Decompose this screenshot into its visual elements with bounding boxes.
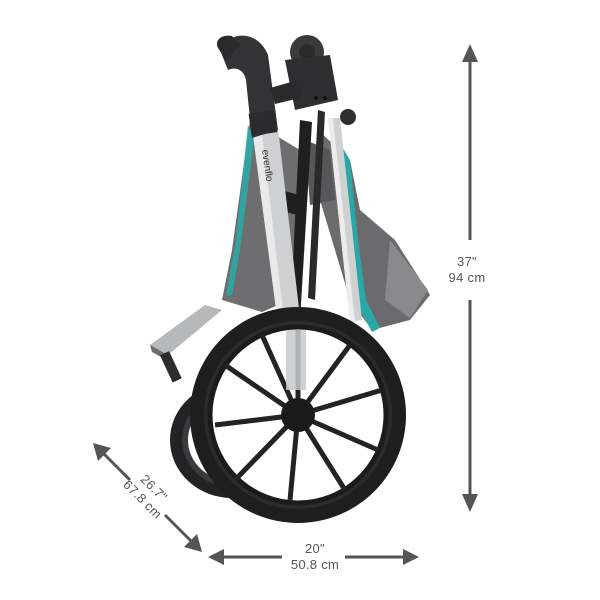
- width-metric: 50.8 cm: [290, 557, 340, 572]
- front-wheel: [190, 307, 406, 523]
- brand-logo: evenflo: [259, 149, 274, 183]
- width-imperial: 20": [305, 541, 325, 556]
- width-arrow: [208, 549, 419, 565]
- depth-arrow: [93, 443, 202, 552]
- fold-hinge: [270, 35, 356, 125]
- height-metric: 94 cm: [448, 270, 486, 285]
- height-dimension-label: 37" 94 cm: [432, 254, 502, 286]
- frame-tube-right: [328, 118, 362, 322]
- height-arrow: [462, 44, 478, 512]
- frame-tube-main: evenflo: [253, 128, 305, 362]
- height-imperial: 37": [457, 254, 477, 269]
- footrest: [150, 305, 222, 383]
- seat-fabric: [222, 120, 430, 332]
- handlebar: [216, 35, 278, 138]
- width-dimension-label: 20" 50.8 cm: [270, 541, 360, 573]
